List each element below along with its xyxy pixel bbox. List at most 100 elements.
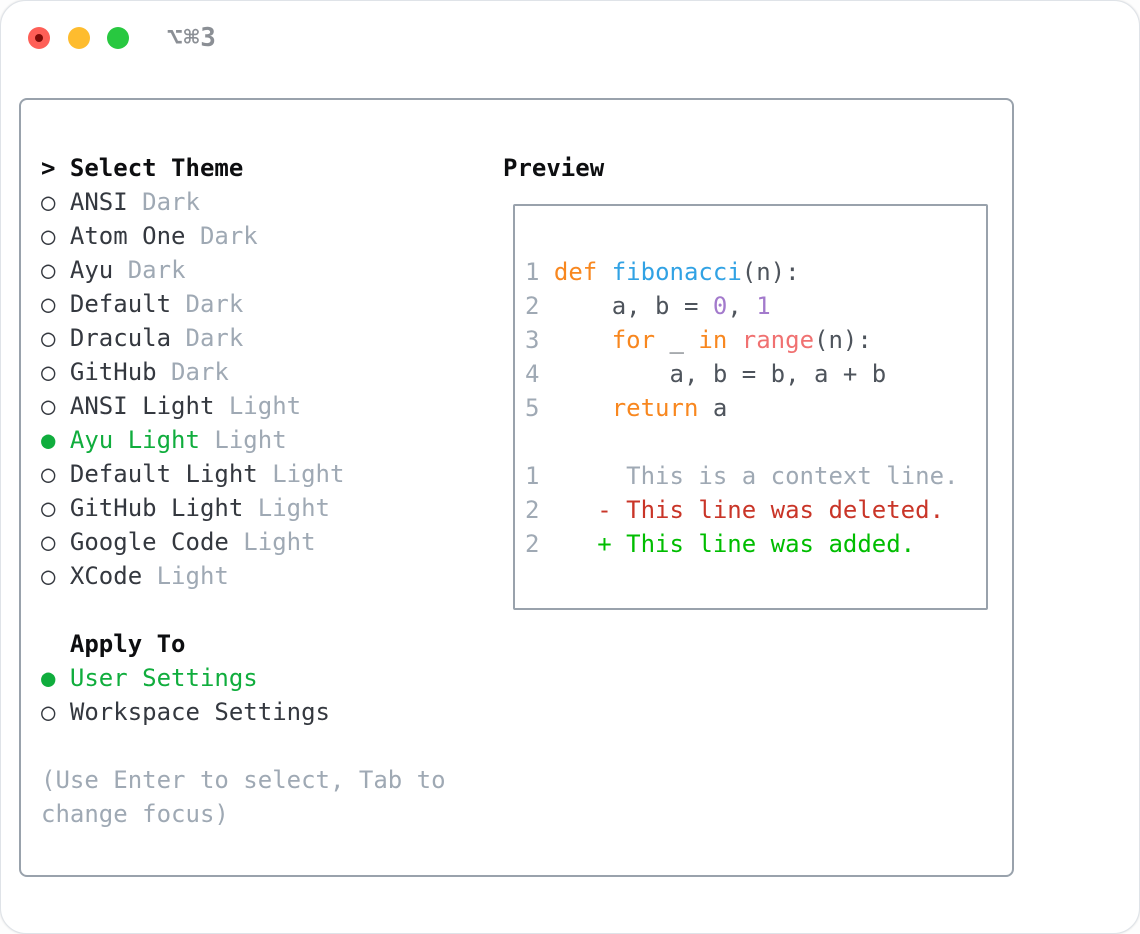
apply-option-user-settings[interactable]: ● User Settings	[41, 661, 486, 695]
theme-option-label: Ayu Light	[69, 426, 200, 454]
code-token-pl: (n):	[814, 326, 872, 354]
code-token-add: + This line was added.	[597, 530, 916, 558]
apply-to-header: Apply To	[41, 627, 486, 661]
code-line: 3 for _ in range(n):	[525, 323, 986, 357]
theme-list-column: > Select Theme ○ ANSI Dark○ Atom One Dar…	[41, 151, 486, 831]
apply-option-workspace-settings[interactable]: ○ Workspace Settings	[41, 695, 486, 729]
theme-option-ayu[interactable]: ○ Ayu Dark	[41, 253, 486, 287]
theme-option-label: Ayu	[69, 256, 114, 284]
theme-option-xcode[interactable]: ○ XCode Light	[41, 559, 486, 593]
theme-variant-tag: Dark	[185, 222, 258, 250]
code-token-ln: 3	[525, 326, 554, 354]
focus-caret-icon: >	[41, 154, 56, 182]
theme-option-label: ANSI Light	[69, 392, 215, 420]
theme-variant-tag: Dark	[113, 256, 186, 284]
radio-unselected-icon: ○	[41, 528, 70, 556]
preview-header: Preview	[503, 154, 605, 182]
code-token-num: 0	[712, 292, 728, 320]
code-token-ln: 1	[525, 462, 540, 490]
code-token-del: - This line was deleted.	[597, 496, 945, 524]
zoom-button[interactable]	[107, 27, 129, 49]
theme-picker-panel: > Select Theme ○ ANSI Dark○ Atom One Dar…	[19, 98, 1014, 877]
code-token-ln: 4	[525, 360, 554, 388]
theme-option-label: GitHub Light	[69, 494, 244, 522]
code-token-ctx: This is a context line.	[539, 462, 959, 490]
radio-unselected-icon: ○	[41, 222, 70, 250]
code-token-ln: 1	[525, 258, 554, 286]
help-text-line: change focus)	[41, 800, 229, 828]
titlebar: ⌥⌘3	[1, 1, 1139, 75]
preview-column: Preview 1 def fibonacci(n):2 a, b = 0, 1…	[503, 151, 998, 610]
code-line: 2 - This line was deleted.	[525, 493, 986, 527]
code-token-ln: 2	[525, 530, 540, 558]
code-token-kw: return	[611, 394, 699, 422]
close-dot-icon	[35, 34, 43, 42]
theme-option-default-light[interactable]: ○ Default Light Light	[41, 457, 486, 491]
code-token-kw: in	[698, 326, 728, 354]
code-token-ln: 5	[525, 394, 554, 422]
close-button[interactable]	[28, 27, 50, 49]
theme-option-label: Dracula	[69, 324, 172, 352]
theme-option-ayu-light[interactable]: ● Ayu Light Light	[41, 423, 486, 457]
theme-option-label: GitHub	[69, 358, 157, 386]
code-line: 2 + This line was added.	[525, 527, 986, 561]
code-token-kw: def	[553, 258, 598, 286]
code-token-pl: a, b = b, a + b	[553, 360, 887, 388]
apply-to-header-label: Apply To	[69, 630, 186, 658]
theme-option-label: Default Light	[69, 460, 258, 488]
theme-option-ansi-light[interactable]: ○ ANSI Light Light	[41, 389, 486, 423]
code-token-pl: ,	[727, 292, 757, 320]
radio-unselected-icon: ○	[41, 188, 70, 216]
radio-unselected-icon: ○	[41, 460, 70, 488]
code-token-pl: (n):	[741, 258, 800, 286]
theme-option-label: Google Code	[69, 528, 229, 556]
code-token-kw: for	[611, 326, 656, 354]
radio-unselected-icon: ○	[41, 290, 70, 318]
radio-selected-icon: ●	[41, 426, 70, 454]
theme-option-atom-one[interactable]: ○ Atom One Dark	[41, 219, 486, 253]
theme-option-github-light[interactable]: ○ GitHub Light Light	[41, 491, 486, 525]
code-token-ln: 2	[525, 292, 554, 320]
theme-variant-tag: Light	[243, 494, 330, 522]
theme-variant-tag: Light	[257, 460, 345, 488]
code-token-pl: a	[698, 394, 728, 422]
select-theme-header-label: Select Theme	[69, 154, 244, 182]
code-token-fn: fibonacci	[611, 258, 742, 286]
code-token-pl	[539, 496, 597, 524]
radio-unselected-icon: ○	[41, 256, 70, 284]
code-line: 2 a, b = 0, 1	[525, 289, 986, 323]
radio-unselected-icon: ○	[41, 358, 70, 386]
radio-unselected-icon: ○	[41, 698, 70, 726]
code-token-pl	[539, 530, 597, 558]
theme-variant-tag: Light	[199, 426, 287, 454]
code-token-pl	[597, 258, 611, 286]
radio-unselected-icon: ○	[41, 392, 70, 420]
window-title: ⌥⌘3	[167, 23, 217, 53]
section-gap	[41, 593, 486, 627]
code-token-pl	[554, 326, 612, 354]
theme-option-github[interactable]: ○ GitHub Dark	[41, 355, 486, 389]
theme-option-google-code[interactable]: ○ Google Code Light	[41, 525, 486, 559]
theme-option-label: XCode	[69, 562, 143, 590]
apply-target-list: ● User Settings○ Workspace Settings	[41, 661, 486, 729]
code-token-num: 1	[756, 292, 771, 320]
minimize-button[interactable]	[68, 27, 90, 49]
code-line: 1 def fibonacci(n):	[525, 255, 986, 289]
theme-variant-tag: Dark	[156, 358, 229, 386]
code-token-pl: a, b =	[553, 292, 713, 320]
theme-option-label: Default	[69, 290, 172, 318]
theme-variant-tag: Light	[228, 528, 316, 556]
apply-option-label: Workspace Settings	[69, 698, 330, 726]
theme-option-label: ANSI	[69, 188, 128, 216]
code-token-call: range	[741, 326, 815, 354]
theme-option-ansi[interactable]: ○ ANSI Dark	[41, 185, 486, 219]
theme-option-default[interactable]: ○ Default Dark	[41, 287, 486, 321]
code-token-pl	[554, 394, 612, 422]
section-gap	[41, 729, 486, 763]
radio-unselected-icon: ○	[41, 324, 70, 352]
code-line: 5 return a	[525, 391, 986, 425]
theme-option-dracula[interactable]: ○ Dracula Dark	[41, 321, 486, 355]
theme-variant-tag: Dark	[127, 188, 200, 216]
theme-option-label: Atom One	[69, 222, 186, 250]
